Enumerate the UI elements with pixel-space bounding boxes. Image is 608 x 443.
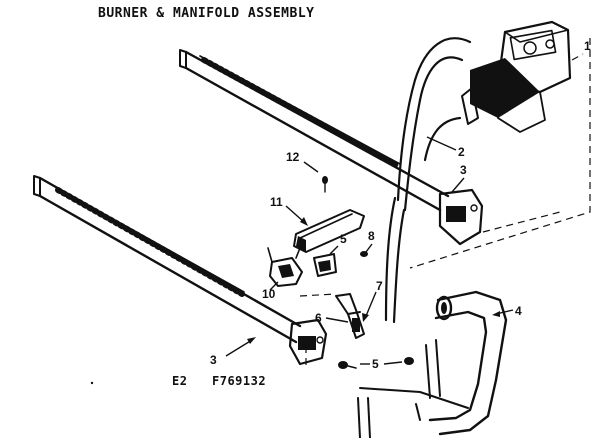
leader-2 [426,136,457,151]
clip-assembly [313,251,368,277]
guide-line-mid [482,211,561,233]
leader-5-upper [329,245,339,255]
callout-6: 6 [315,311,322,325]
arrow-11 [300,217,308,226]
callout-3-upper: 3 [460,163,467,177]
callout-8: 8 [368,229,375,243]
dot-mark [90,381,94,385]
lower-burner-tube [33,175,328,366]
leader-3-upper [451,177,465,193]
leader-8 [365,243,373,253]
callout-2: 2 [458,145,465,159]
callout-11: 11 [270,195,283,209]
leader-7 [365,291,377,317]
diagram-title: BURNER & MANIFOLD ASSEMBLY [98,6,315,21]
leader-1 [571,53,584,61]
callout-4: 4 [515,304,522,318]
screw-12 [322,176,328,193]
callout-12: 12 [286,150,300,164]
callout-7: 7 [376,279,383,293]
leader-10 [269,281,279,291]
arrow-4 [492,311,500,317]
orifice-bracket [335,293,365,339]
igniter [267,247,303,287]
gas-valve [461,20,572,133]
footer-code-left: E2 [172,374,187,388]
callout-5-upper: 5 [340,232,347,246]
callout-5-lower: 5 [372,357,379,371]
leader-5-lower-b [383,361,403,365]
callout-10: 10 [262,287,276,301]
screws-lower [338,357,414,369]
arrow-3-lower [247,337,256,344]
callout-1: 1 [584,39,591,53]
thermocouple-tube [384,37,472,324]
arrow-7 [362,313,369,322]
footer-code-right: F769132 [212,374,266,388]
deflector-bracket [293,209,365,253]
upper-burner-tube [179,49,484,246]
leader-6 [325,317,349,323]
guide-line-center [299,293,337,297]
leader-11 [285,205,305,223]
leader-3-lower [225,339,253,357]
guide-line-right [409,38,591,269]
callout-3-lower: 3 [210,353,217,367]
leader-12 [303,161,319,173]
manifold-pipe [357,290,508,439]
